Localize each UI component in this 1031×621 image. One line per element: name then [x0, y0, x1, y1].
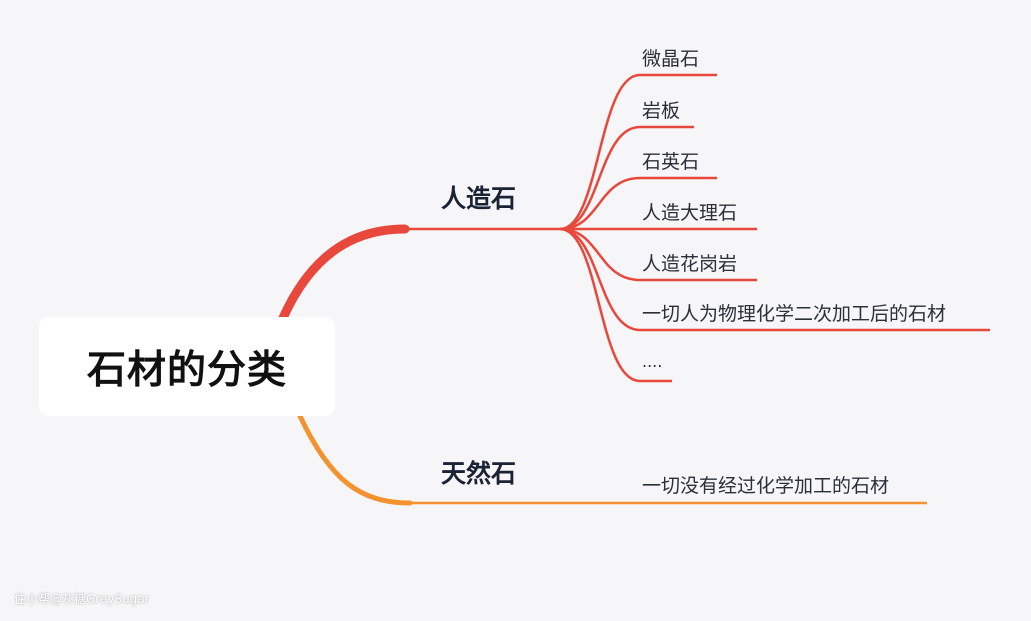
root-to-artificial-connector [278, 224, 410, 323]
leaf-connector [559, 73, 717, 231]
watermark-text: 住小帮@灰糖GreySugar [14, 592, 150, 606]
root-node-label: 石材的分类 [86, 347, 287, 393]
leaf-connector [559, 176, 717, 231]
leaf-connector [559, 227, 990, 332]
branch-label-natural-stone[interactable]: 天然石 [441, 459, 517, 488]
leaf-label[interactable]: 人造大理石 [642, 202, 738, 224]
leaf-label[interactable]: .... [642, 352, 663, 371]
leaf-connector [559, 227, 672, 383]
root-node[interactable]: 石材的分类 [39, 317, 335, 416]
root-to-natural-connector [297, 413, 413, 506]
leaf-label[interactable]: 微晶石 [642, 48, 700, 70]
leaf-label[interactable]: 一切没有经过化学加工的石材 [642, 475, 890, 497]
leaf-label[interactable]: 岩板 [642, 100, 681, 122]
leaf-label[interactable]: 人造花岗岩 [642, 253, 738, 275]
branch-label-artificial-stone[interactable]: 人造石 [441, 184, 517, 213]
leaf-label[interactable]: 石英石 [642, 151, 700, 173]
leaf-label[interactable]: 一切人为物理化学二次加工后的石材 [642, 303, 947, 325]
leaf-connector [559, 125, 694, 231]
leaf-connector [559, 227, 757, 282]
